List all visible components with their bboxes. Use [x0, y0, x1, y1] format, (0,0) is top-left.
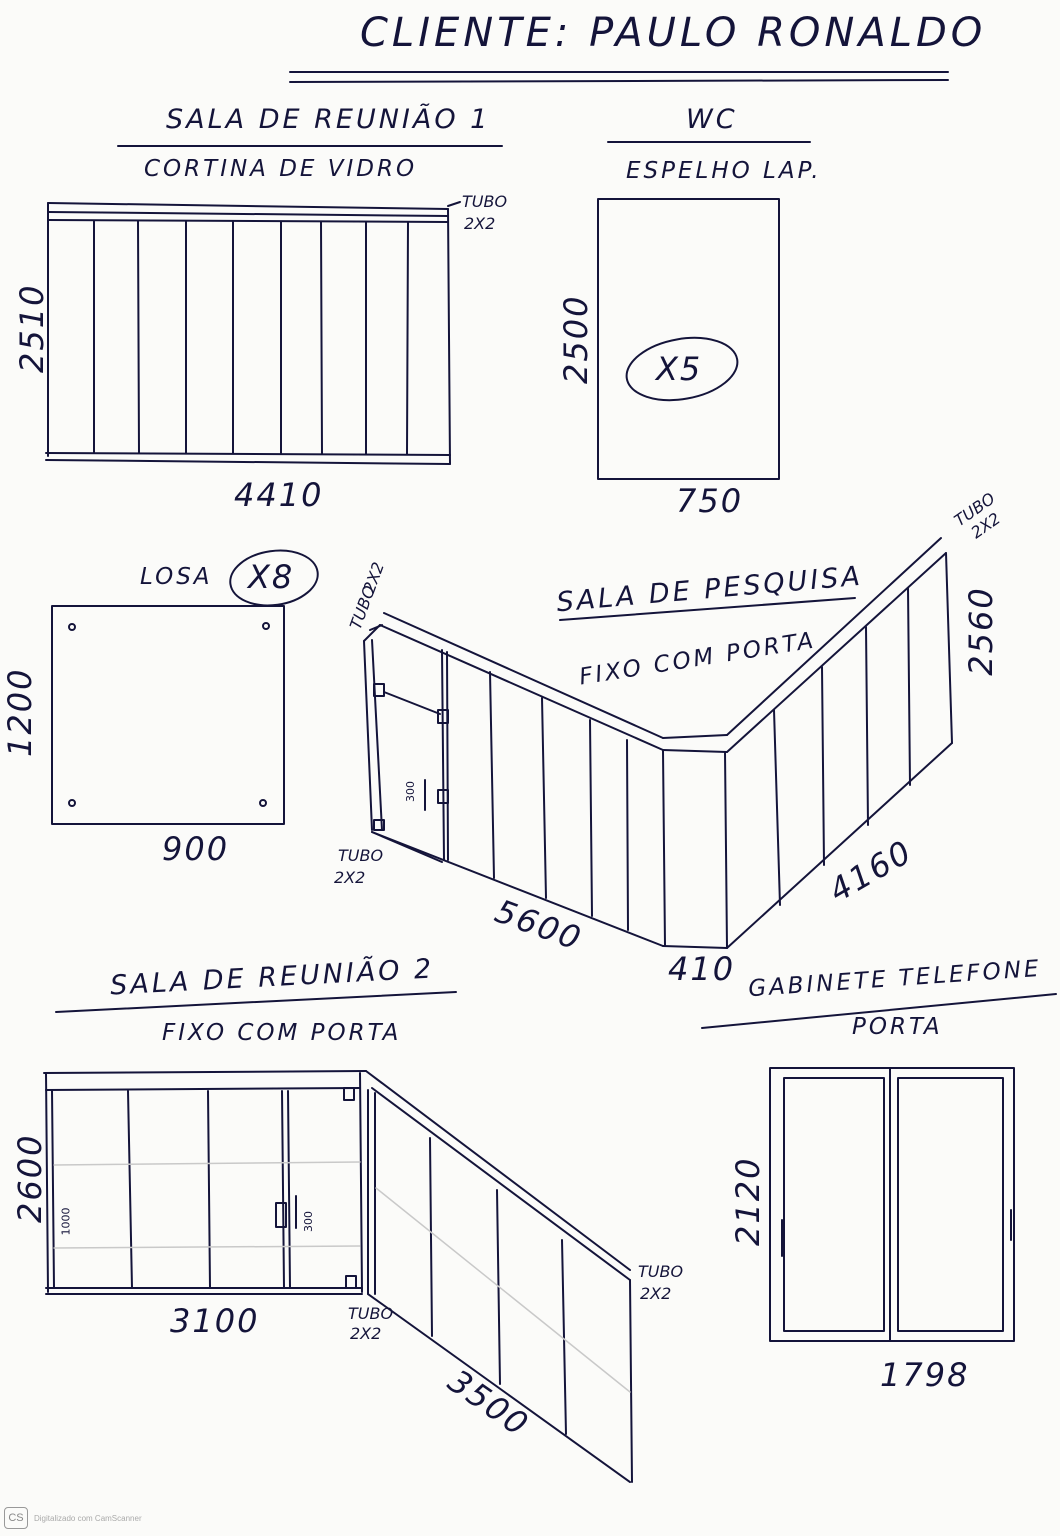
wc-height-dim: 2500: [557, 294, 595, 384]
losa-panel: [51, 549, 319, 825]
pesquisa-tube-bottom-label: TUBO: [338, 846, 384, 865]
sala2-tube-bottom-label: TUBO: [348, 1304, 394, 1323]
losa-quantity-circle: [229, 549, 319, 607]
gabinete-height-dim: 2120: [729, 1156, 767, 1246]
sala2-tube-right-size: 2X2: [640, 1284, 672, 1303]
title-underline: [289, 71, 949, 83]
sala1-tube-label: TUBO: [462, 192, 508, 211]
camscanner-logo: CS: [4, 1507, 28, 1529]
sala2-tube-bottom-size: 2X2: [350, 1324, 382, 1343]
pesquisa-layout: [363, 537, 953, 949]
wc-quantity: X5: [656, 350, 703, 388]
pesquisa-height-dim: 2560: [962, 586, 1000, 676]
wc-width-dim: 750: [676, 482, 744, 520]
pesquisa-tube-bottom-size: 2X2: [334, 868, 366, 887]
sala2-title-underline: [55, 991, 457, 1013]
page-title: CLIENTE: PAULO RONALDO: [360, 10, 987, 56]
losa-title: LOSA: [140, 564, 213, 590]
pesquisa-title-underline: [559, 597, 856, 621]
sala1-tube-size: 2X2: [464, 214, 496, 233]
wc-subtitle: ESPELHO LAP.: [626, 158, 822, 184]
gabinete-width-dim: 1798: [880, 1356, 970, 1394]
pesquisa-width-corner-dim: 410: [668, 950, 736, 988]
losa-width-dim: 900: [162, 830, 230, 868]
sala2-subtitle: FIXO COM PORTA: [162, 1020, 402, 1046]
gabinete-door: [701, 993, 1057, 1342]
sala1-curtain: [45, 145, 503, 465]
sala2-height-dim: 2600: [11, 1133, 49, 1223]
sala2-layout: [43, 991, 633, 1483]
losa-height-dim: 1200: [1, 667, 39, 757]
sala2-handle-dim: 300: [302, 1211, 315, 1232]
sala2-inner-height-dim: 1000: [59, 1207, 73, 1236]
sala1-width-dim: 4410: [234, 476, 324, 514]
sala1-subtitle: CORTINA DE VIDRO: [144, 156, 418, 182]
sala1-title: SALA DE REUNIÃO 1: [166, 104, 491, 135]
sala1-height-dim: 2510: [13, 283, 51, 373]
gabinete-subtitle: PORTA: [852, 1014, 943, 1040]
pesquisa-handle-dim: 300: [404, 781, 417, 802]
sala2-width-dim: 3100: [170, 1302, 260, 1340]
gabinete-title-underline: [701, 993, 1057, 1029]
wc-mirror: [597, 141, 811, 480]
camscanner-text: Digitalizado com CamScanner: [34, 1513, 142, 1523]
sala2-tube-right-label: TUBO: [638, 1262, 684, 1281]
wc-quantity-circle: [625, 336, 739, 402]
scanner-footer: CS Digitalizado com CamScanner: [4, 1507, 142, 1529]
wc-title: WC: [686, 104, 738, 135]
losa-quantity: X8: [248, 558, 295, 596]
